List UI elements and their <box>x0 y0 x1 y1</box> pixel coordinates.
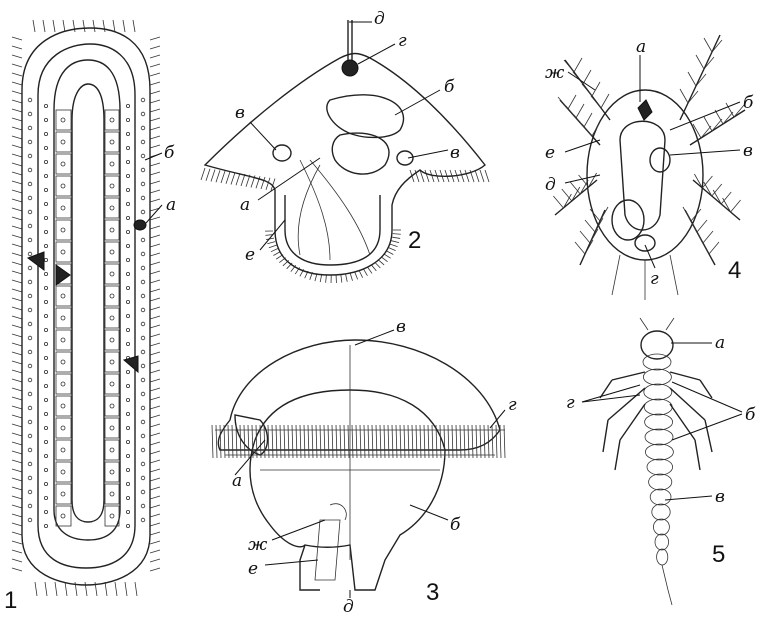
figure-3-number: 3 <box>426 579 439 606</box>
figure-4-label-g: г <box>650 269 659 289</box>
figure-2-larva: д г б в в а е 2 <box>201 9 489 283</box>
figure-4-label-zh: ж <box>545 63 565 83</box>
figure-3-label-e: е <box>248 559 258 579</box>
figure-4-label-d: д <box>545 175 556 195</box>
figure-4-label-b: б <box>743 93 754 113</box>
figure-2-label-d: д <box>374 9 385 29</box>
figure-4-label-v: в <box>743 141 753 161</box>
figure-2-label-e: е <box>245 245 255 265</box>
figure-5-larva: а г б в 5 <box>566 318 756 605</box>
figure-3-label-b: б <box>450 515 461 535</box>
figure-3-label-d: д <box>343 597 354 617</box>
figure-2-label-b: б <box>444 77 455 97</box>
figure-3-label-v: в <box>396 317 406 337</box>
figure-5-label-v: в <box>715 487 725 507</box>
figure-3-label-zh: ж <box>248 535 268 555</box>
figure-2-label-v-right: в <box>450 143 460 163</box>
figure-1-cells <box>28 98 145 527</box>
figure-1-cilia <box>12 20 160 596</box>
figure-4-number: 4 <box>728 257 741 284</box>
figure-3-larva: в г а ж е б д 3 <box>212 317 517 617</box>
figure-2-label-g: г <box>398 31 407 51</box>
figure-5-label-b: б <box>745 405 756 425</box>
figure-2-number: 2 <box>408 227 421 254</box>
figure-1-label-a: а <box>166 195 176 215</box>
figure-5-label-g: г <box>566 393 575 413</box>
figure-1-number: 1 <box>4 587 17 614</box>
figure-5-legs <box>600 372 712 470</box>
figure-5-label-a: а <box>715 333 725 353</box>
figure-5-number: 5 <box>712 541 725 568</box>
figure-4-label-a: а <box>636 37 646 57</box>
figure-3-label-a: а <box>232 471 242 491</box>
figure-2-label-v-left: в <box>235 103 245 123</box>
figure-1-label-b: б <box>164 143 175 163</box>
figure-5-segments <box>643 354 673 565</box>
figure-3-label-g: г <box>508 395 517 415</box>
figure-2-label-a: а <box>240 195 250 215</box>
figure-1-larva: б а 1 <box>4 20 176 614</box>
figure-2-cilia <box>201 168 489 283</box>
figure-4-larva: а ж б е в д г 4 <box>545 35 754 300</box>
figure-4-label-e: е <box>545 143 555 163</box>
